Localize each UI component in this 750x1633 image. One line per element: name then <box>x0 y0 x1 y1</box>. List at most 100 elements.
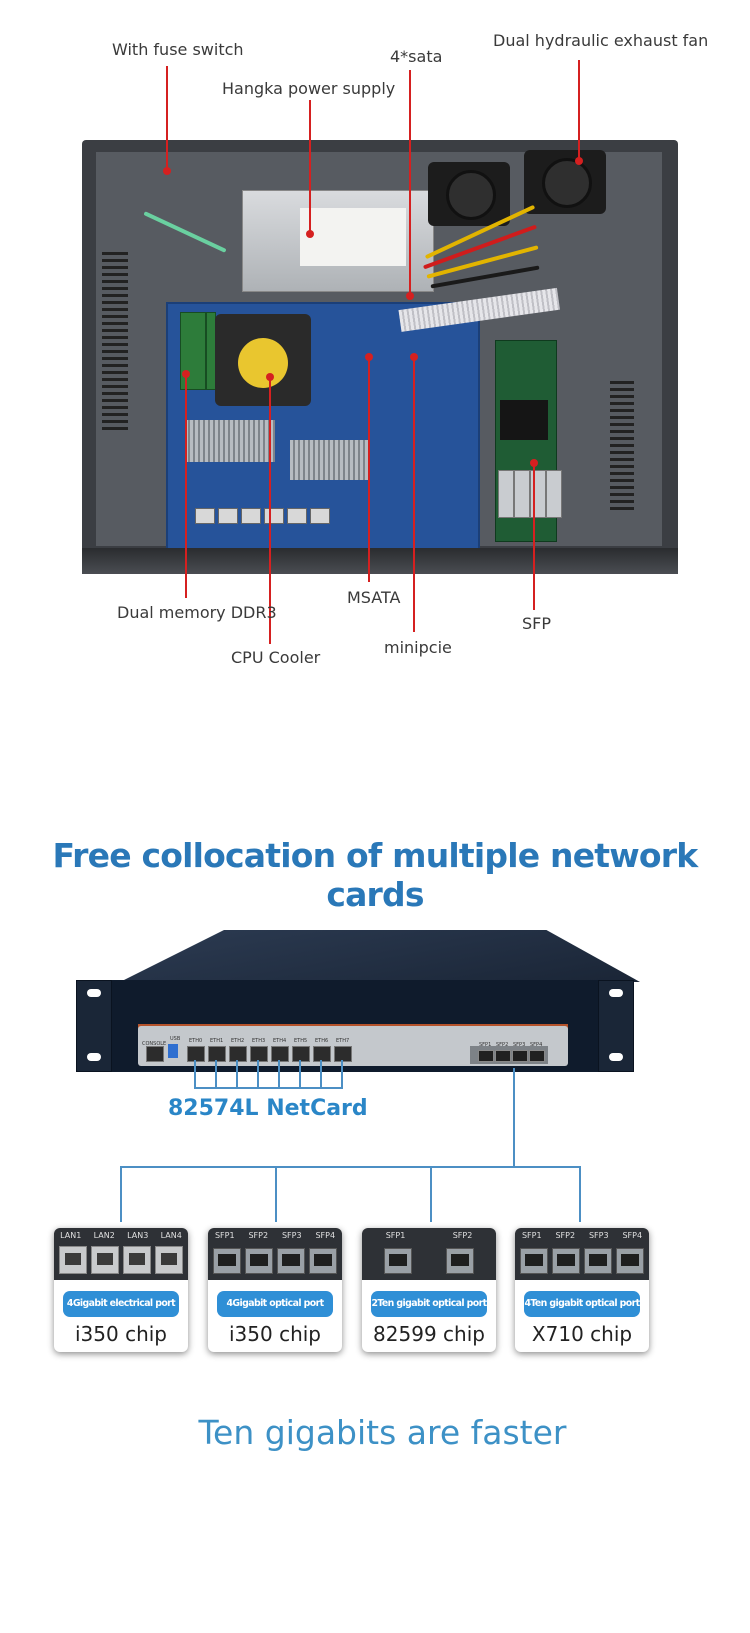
callout-sata: 4*sata <box>390 47 443 66</box>
callout-dot <box>365 353 373 361</box>
eth-port-label: ETH3 <box>252 1038 266 1044</box>
callout-dot <box>410 353 418 361</box>
callout-line <box>533 462 535 610</box>
callout-line <box>166 66 168 170</box>
sfp-cage <box>309 1248 337 1274</box>
tagline: Ten gigabits are faster <box>198 1413 567 1452</box>
connector-line <box>257 1060 259 1088</box>
side-vent <box>610 380 634 510</box>
connector-line <box>120 1166 122 1222</box>
heatsink <box>290 440 370 480</box>
sfp-cage <box>514 470 530 518</box>
port-label: SFP4 <box>315 1231 336 1240</box>
sfp-cage <box>498 470 514 518</box>
sfp-port-label: SFP1 <box>479 1042 492 1048</box>
eth-port <box>229 1046 247 1062</box>
sfp-port <box>512 1050 528 1062</box>
sfp-port-label: SFP2 <box>496 1042 509 1048</box>
connector-line <box>579 1166 581 1222</box>
lan-port <box>218 508 238 524</box>
eth-port-label: ETH6 <box>315 1038 329 1044</box>
callout-line <box>368 356 370 582</box>
connector-line <box>320 1060 322 1088</box>
callout-line <box>578 60 580 160</box>
sfp-cage <box>446 1248 474 1274</box>
lan-port <box>241 508 261 524</box>
callout-dot <box>266 373 274 381</box>
callout-dot <box>306 230 314 238</box>
connector-line <box>513 1068 515 1168</box>
eth-port <box>187 1046 205 1062</box>
connector-line <box>215 1060 217 1088</box>
port-type-badge: 4Gigabit optical port <box>217 1291 333 1317</box>
netcard-label: 82574L NetCard <box>168 1096 368 1121</box>
rj45-jack <box>59 1246 87 1274</box>
sfp-cage <box>584 1248 612 1274</box>
eth-port-label: ETH0 <box>189 1038 203 1044</box>
sfp-port <box>478 1050 494 1062</box>
usb-port <box>168 1044 178 1058</box>
connector-line <box>194 1087 343 1089</box>
port-label: LAN3 <box>127 1231 149 1240</box>
eth-port <box>292 1046 310 1062</box>
port-label: SFP1 <box>214 1231 235 1240</box>
port-label: SFP2 <box>452 1231 473 1240</box>
sfp-port-label: SFP4 <box>530 1042 543 1048</box>
eth-port <box>271 1046 289 1062</box>
ear-hole <box>87 1053 101 1061</box>
eth-port-label: ETH7 <box>336 1038 350 1044</box>
eth-port-label: ETH4 <box>273 1038 287 1044</box>
callout-sfp: SFP <box>522 614 552 633</box>
eth-port <box>250 1046 268 1062</box>
lan-port <box>195 508 215 524</box>
sfp-cage <box>277 1248 305 1274</box>
chip-label: 82599 chip <box>373 1322 485 1346</box>
connector-line <box>430 1166 432 1222</box>
connector-line <box>236 1060 238 1088</box>
sfp-cage <box>546 470 562 518</box>
chassis-front-edge <box>82 548 678 574</box>
ram-module <box>180 312 206 390</box>
port-label: SFP1 <box>521 1231 542 1240</box>
sfp-cage <box>245 1248 273 1274</box>
eth-port-label: ETH1 <box>210 1038 224 1044</box>
connector-line <box>194 1060 196 1088</box>
lan-port <box>264 508 284 524</box>
sfp-cage <box>616 1248 644 1274</box>
headline: Free collocation of multiple network car… <box>52 836 699 914</box>
lan-port <box>310 508 330 524</box>
card-port-labels: SFP1 SFP2 <box>362 1231 496 1240</box>
callout-power-supply: Hangka power supply <box>222 79 396 98</box>
rack-top-cover <box>120 930 640 982</box>
port-label: SFP3 <box>588 1231 609 1240</box>
port-label: LAN4 <box>160 1231 182 1240</box>
fan-hub <box>542 158 592 208</box>
rack-ear-right <box>598 980 634 1072</box>
port-type-badge: 4Ten gigabit optical port <box>524 1291 640 1317</box>
sfp-cage <box>384 1248 412 1274</box>
heatsink <box>185 420 275 462</box>
connector-line <box>341 1060 343 1088</box>
nic-heatsink <box>500 400 548 440</box>
sfp-cage <box>520 1248 548 1274</box>
sfp-port-label: SFP3 <box>513 1042 526 1048</box>
fan-hub <box>446 170 496 220</box>
port-label: SFP1 <box>385 1231 406 1240</box>
eth-port <box>334 1046 352 1062</box>
lan-port <box>287 508 307 524</box>
eth-port <box>313 1046 331 1062</box>
connector-line <box>299 1060 301 1088</box>
callout-line <box>269 376 271 644</box>
connector-line <box>278 1060 280 1088</box>
callout-fuse-switch: With fuse switch <box>112 40 244 59</box>
rj45-jack <box>123 1246 151 1274</box>
ear-hole <box>87 989 101 997</box>
